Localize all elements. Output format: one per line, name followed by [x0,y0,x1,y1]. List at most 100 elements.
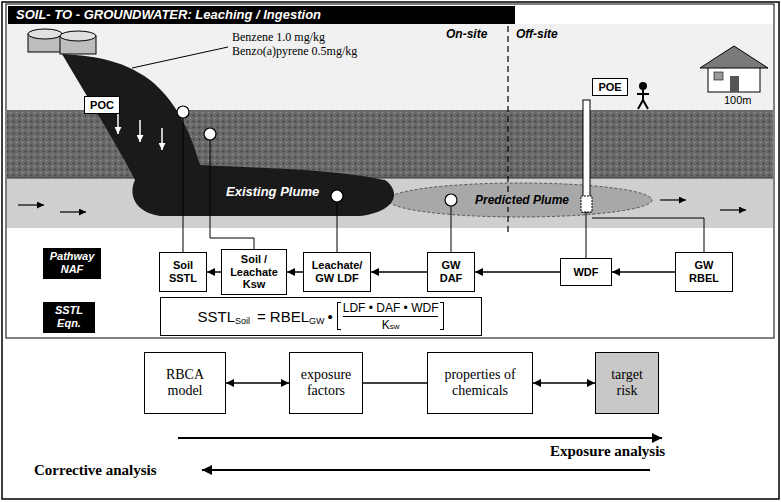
bracket [440,302,444,330]
node-text: POE [598,81,621,93]
connector-arrow [533,382,595,384]
node-text: Pathway NAF [46,250,98,275]
sample-point [177,106,189,118]
connector-arrow [371,271,427,273]
receptor-person [637,82,649,109]
row-label: SSTL Eqn. [43,302,95,333]
point-label: POC [84,96,120,114]
node-text: POC [90,99,114,111]
pathway-box: GW DAF [427,252,475,292]
connector-arrow [612,271,675,273]
node-text: Soil SSTL [163,259,203,284]
process-box: properties of chemicals [427,352,533,414]
leader-line [337,202,338,252]
leader-line [586,212,587,258]
water-table [7,178,773,179]
text-label: 100m [724,94,752,106]
equation-sign: = [257,308,266,325]
equation-box: SSTLSoil=RBELGW•LDF • DAF • WDFKsw [160,297,482,336]
leader-line [592,218,704,252]
tanks [28,29,96,54]
leader-line [451,206,452,252]
denominator: Ksw [382,318,400,332]
equation: SSTLSoil=RBELGW•LDF • DAF • WDFKsw [198,301,445,332]
leader-line [132,47,228,68]
pathway-box: GW RBEL [675,252,733,292]
pathway-box: Soil SSTL [159,252,207,292]
text-label: Predicted Plume [474,193,570,207]
sample-point [331,190,343,202]
leach-arrow [117,112,119,134]
process-box: exposure factors [289,352,363,414]
connector-arrow [363,382,427,384]
leader-line [183,118,184,252]
connector-arrow [207,271,221,273]
text-label: Corrective analysis [34,462,157,479]
corrective-arrow [202,469,650,471]
well-casing [583,100,590,212]
node-text: properties of chemicals [431,367,529,399]
point-label: POE [592,78,628,96]
title-band: SOIL- TO - GROUNDWATER: Leaching / Inges… [8,6,515,24]
panel-frame [6,4,774,338]
flow-arrow [720,209,746,210]
equation-term: SSTL [198,308,236,325]
node-text: Leachate/ GW LDF [307,259,367,284]
pathway-box: Soil / Leachate Ksw [221,249,287,295]
pathway-leaders [183,118,704,258]
person-head [639,82,647,90]
node-text: exposure factors [293,367,359,399]
process-box: RBCA model [144,352,226,414]
predicted-plume [388,183,652,217]
subscript: Soil [235,316,250,326]
tank-top [28,29,62,39]
numerator: LDF • DAF • WDF [343,301,439,315]
subscript: GW [309,316,325,326]
contaminant-plume [62,54,394,216]
row-label: Pathway NAF [43,248,101,279]
tank-top [60,31,96,41]
exposure-arrow [178,437,662,439]
person-body [637,90,649,109]
sample-point [445,194,457,206]
well-screen [581,196,592,212]
subscript: sw [390,322,400,331]
house-roof [700,46,768,68]
sample-points [177,106,457,206]
text-label: Benzo(a)pyrene 0.5mg/kg [232,44,357,59]
pathway-box: WDF [560,258,612,286]
node-text: RBCA model [148,367,222,399]
node-text: SSTL Eqn. [46,304,92,329]
equation-term: RBEL [270,308,309,325]
connector-arrow [287,271,303,273]
leach-arrows [118,112,162,150]
flow-arrow [660,199,686,200]
house-window [714,72,723,80]
leach-arrow [161,128,163,150]
flow-arrow [60,211,86,212]
text-label: Benzene 1.0 mg/kg [232,30,325,45]
supply-well [581,100,592,212]
leach-arrow [139,120,141,142]
bracket [337,302,341,330]
flow-arrow [18,204,44,205]
node-text: GW DAF [431,259,471,284]
fraction-bar [343,316,439,317]
node-text: target risk [599,367,655,399]
node-text: Soil / Leachate Ksw [225,253,283,291]
text-label: Off-site [516,27,558,41]
sample-point [204,128,216,140]
pathway-box: Leachate/ GW LDF [303,252,371,292]
house [700,46,768,92]
text-label: Exposure analysis [550,443,665,460]
node-text: WDF [573,266,598,279]
text-label: On-site [446,27,487,41]
text-label: Existing Plume [226,184,319,199]
equation-term: K [382,318,390,332]
house-wall [708,66,760,92]
process-box: target risk [595,352,659,414]
